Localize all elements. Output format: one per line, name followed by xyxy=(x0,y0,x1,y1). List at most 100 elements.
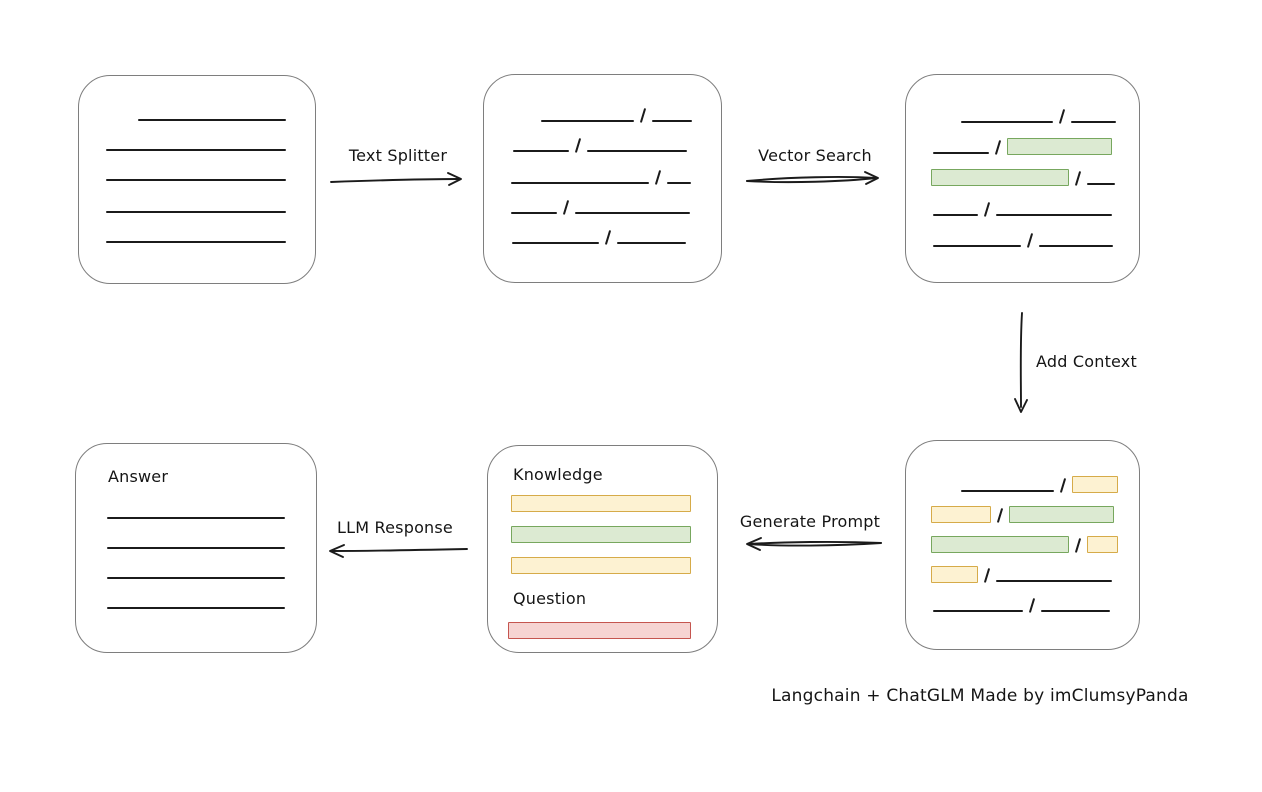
slash-separator xyxy=(996,507,1004,524)
box-row xyxy=(488,556,717,574)
green-chunk xyxy=(1009,506,1115,523)
box-row xyxy=(906,186,1139,218)
add-context-label: Add Context xyxy=(1036,352,1137,371)
box-row xyxy=(76,550,316,580)
source-document-box xyxy=(78,75,316,284)
slash-separator xyxy=(983,567,991,584)
text-line xyxy=(107,577,285,579)
green-chunk xyxy=(511,526,691,543)
credit-text: Langchain + ChatGLM Made by imClumsyPand… xyxy=(771,686,1189,706)
box-row: Question xyxy=(488,586,717,610)
arrow-left-icon xyxy=(746,537,882,551)
split-chunks-box xyxy=(483,74,722,283)
text-line xyxy=(587,150,688,152)
slash-separator xyxy=(1074,537,1082,554)
slash-separator xyxy=(1028,597,1036,614)
text-splitter-label: Text Splitter xyxy=(348,146,448,165)
text-line xyxy=(933,214,978,216)
box-row: Answer xyxy=(76,464,316,488)
llm-response-label: LLM Response xyxy=(337,518,453,537)
text-line xyxy=(667,182,692,184)
box-row xyxy=(488,494,717,512)
text-line xyxy=(933,610,1023,612)
red-chunk xyxy=(508,622,691,639)
slash-separator xyxy=(994,139,1002,156)
green-chunk xyxy=(931,536,1069,553)
box-row xyxy=(906,124,1139,156)
text-line xyxy=(511,182,649,184)
box-row xyxy=(76,520,316,550)
context-chunks-box xyxy=(905,440,1140,650)
box-row xyxy=(76,580,316,610)
box-row xyxy=(906,523,1139,554)
box-row xyxy=(79,122,315,152)
text-line xyxy=(961,490,1054,492)
slash-separator xyxy=(562,199,570,216)
text-line xyxy=(961,121,1053,123)
llm-response-arrow: LLM Response xyxy=(320,518,470,560)
box-row xyxy=(906,217,1139,249)
yellow-chunk xyxy=(511,557,691,574)
text-line xyxy=(996,214,1113,216)
box-row: Knowledge xyxy=(488,462,717,486)
slash-separator xyxy=(574,137,582,154)
box-row xyxy=(484,123,721,154)
slash-separator xyxy=(1074,170,1082,187)
yellow-chunk xyxy=(931,506,991,523)
box-row xyxy=(484,93,721,124)
text-line xyxy=(617,242,687,244)
vector-matches-box xyxy=(905,74,1140,283)
generate-prompt-arrow: Generate Prompt xyxy=(736,512,884,554)
slash-separator xyxy=(1058,108,1066,125)
text-line xyxy=(106,149,286,151)
slash-separator xyxy=(1059,477,1067,494)
text-line xyxy=(106,241,286,243)
box-row xyxy=(906,463,1139,494)
box-row xyxy=(906,155,1139,187)
text-line xyxy=(1071,121,1117,123)
text-line xyxy=(513,150,569,152)
slash-separator xyxy=(604,229,612,246)
text-line xyxy=(1039,245,1114,247)
text-line xyxy=(1041,610,1111,612)
vector-search-arrow: Vector Search xyxy=(744,146,886,188)
text-line xyxy=(107,547,285,549)
box-row xyxy=(906,493,1139,524)
arrow-left-icon xyxy=(329,544,468,558)
text-line xyxy=(106,179,286,181)
box-row xyxy=(79,92,315,122)
box-row xyxy=(906,553,1139,584)
box-row xyxy=(488,525,717,543)
text-line xyxy=(106,211,286,213)
text-line xyxy=(138,119,286,121)
text-line xyxy=(541,120,634,122)
text-line xyxy=(933,152,989,154)
yellow-chunk xyxy=(931,566,978,583)
slash-separator xyxy=(1026,232,1034,249)
yellow-chunk xyxy=(1087,536,1119,553)
text-line xyxy=(652,120,693,122)
text-line xyxy=(575,212,691,214)
box-row xyxy=(484,153,721,186)
text-line xyxy=(996,580,1113,582)
knowledge-label: Knowledge xyxy=(513,465,603,484)
box-row xyxy=(76,488,316,520)
text-line xyxy=(1087,183,1116,185)
box-row xyxy=(79,184,315,214)
question-label: Question xyxy=(513,589,587,608)
box-row xyxy=(488,619,717,639)
text-line xyxy=(107,607,285,609)
green-chunk xyxy=(1007,138,1113,155)
slash-separator xyxy=(983,201,991,218)
text-line xyxy=(933,245,1021,247)
vector-search-label: Vector Search xyxy=(758,146,872,165)
arrow-right-icon xyxy=(330,172,462,186)
text-line xyxy=(107,517,285,519)
generate-prompt-label: Generate Prompt xyxy=(739,512,881,531)
arrow-right-icon xyxy=(746,171,879,185)
yellow-chunk xyxy=(1072,476,1119,493)
slash-separator xyxy=(639,107,647,124)
answer-box: Answer xyxy=(75,443,317,653)
